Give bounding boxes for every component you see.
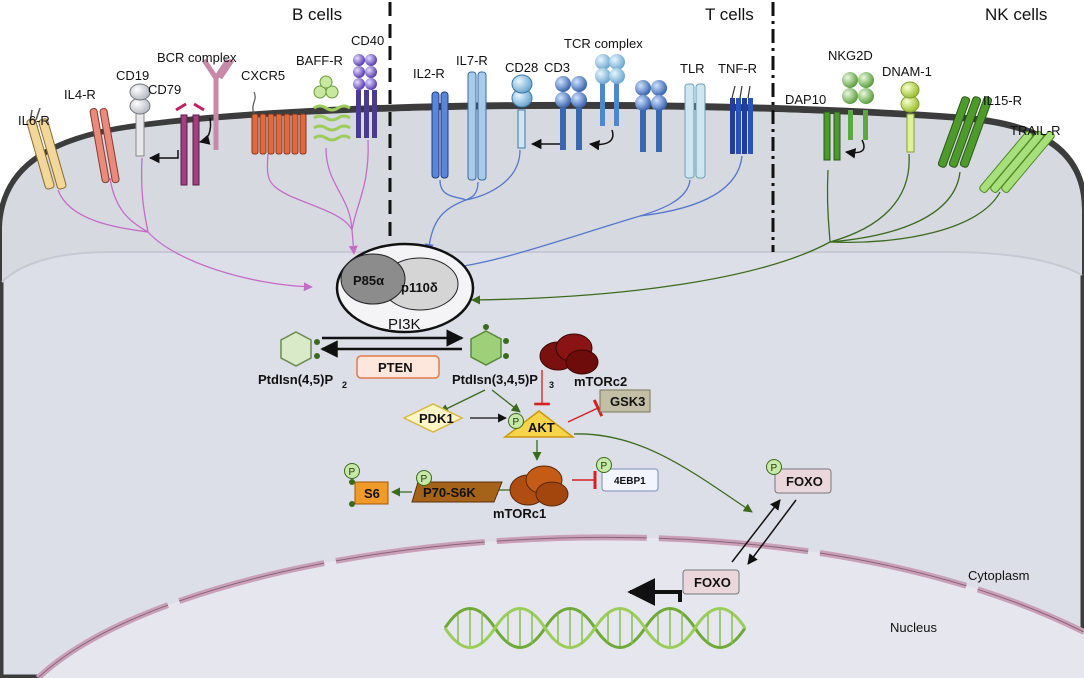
receptor-il6r: IL6-R — [18, 107, 67, 190]
cytoplasm-label: Cytoplasm — [968, 568, 1029, 583]
svg-text:S6: S6 — [364, 486, 380, 501]
receptor-tcr-cd3-pair — [635, 80, 667, 152]
dna-helix — [443, 607, 747, 649]
svg-text:TNF-R: TNF-R — [718, 61, 757, 76]
svg-text:2: 2 — [342, 380, 347, 390]
receptor-il4r: IL4-R — [64, 87, 120, 184]
receptor-tnfr: TNF-R — [718, 61, 757, 154]
nucleus — [35, 534, 1084, 678]
svg-text:PI3K: PI3K — [388, 316, 421, 333]
svg-text:mTORc2: mTORc2 — [574, 374, 627, 389]
cytoplasm-boundary — [1, 251, 1083, 283]
svg-text:P: P — [601, 461, 608, 472]
svg-text:P: P — [771, 463, 778, 474]
receptor-tlr: TLR — [680, 61, 706, 179]
svg-text:4EBP1: 4EBP1 — [614, 476, 646, 487]
svg-text:PtdIsn(3,4,5)P: PtdIsn(3,4,5)P — [452, 372, 538, 387]
akt-node: AKT P — [502, 410, 576, 438]
header-b-cells: B cells — [292, 5, 342, 24]
receptor-cd19: CD19 — [116, 68, 151, 157]
pdk1-node: PDK1 — [402, 403, 464, 433]
svg-text:CD28: CD28 — [505, 60, 538, 75]
svg-text:PTEN: PTEN — [378, 360, 413, 375]
b-cell-signal-lines — [57, 139, 369, 292]
svg-text:FOXO: FOXO — [694, 575, 731, 590]
svg-text:TLR: TLR — [680, 61, 705, 76]
pip3-molecule: PtdIsn(3,4,5)P 3 — [452, 324, 554, 390]
mtorc1-complex: mTORc1 — [493, 465, 569, 521]
foxo-import-arrow — [731, 499, 781, 563]
svg-text:FOXO: FOXO — [786, 474, 823, 489]
receptor-nkg2d: NKG2D — [828, 48, 874, 140]
svg-text:IL2-R: IL2-R — [413, 66, 445, 81]
p85-subunit — [340, 253, 406, 305]
gsk3-node: GSK3 — [599, 389, 651, 413]
s6-node: S6 P — [344, 463, 389, 507]
svg-text:NKG2D: NKG2D — [828, 48, 873, 63]
svg-text:IL7-R: IL7-R — [456, 53, 488, 68]
header-t-cells: T cells — [705, 5, 754, 24]
foxo-export-arrow — [747, 499, 797, 565]
nucleus-label: Nucleus — [890, 620, 937, 635]
svg-text:GSK3: GSK3 — [610, 394, 645, 409]
header-nk-cells: NK cells — [985, 5, 1047, 24]
svg-text:P: P — [349, 467, 356, 478]
receptor-cd3: CD3 — [530, 60, 614, 151]
svg-text:TRAIL-R: TRAIL-R — [1010, 123, 1061, 138]
receptor-il15r: IL15-R — [937, 93, 1022, 168]
receptor-cd28: CD28 — [505, 60, 538, 149]
receptor-baffr: BAFF-R — [296, 53, 351, 142]
svg-text:P85α: P85α — [353, 273, 384, 288]
svg-text:AKT: AKT — [528, 420, 555, 435]
t-cell-signal-lines — [424, 149, 743, 272]
svg-text:PDK1: PDK1 — [419, 411, 454, 426]
svg-text:IL15-R: IL15-R — [983, 93, 1022, 108]
pip2-molecule: PtdIsn(4,5)P 2 — [258, 331, 347, 390]
svg-text:IL6-R: IL6-R — [18, 113, 50, 128]
foxo-nuclear-node: FOXO — [682, 569, 740, 595]
svg-text:CD40: CD40 — [351, 33, 384, 48]
cd79-activation-arrow — [148, 150, 179, 164]
receptor-trailr: TRAIL-R — [979, 123, 1061, 193]
pathway-arrows — [391, 370, 753, 513]
transcription-arrow — [627, 578, 682, 606]
receptor-dnam1: DNAM-1 — [882, 64, 932, 153]
mtorc2-complex: mTORc2 — [539, 333, 627, 389]
receptor-tcr: TCR complex — [564, 36, 643, 126]
svg-text:CXCR5: CXCR5 — [241, 68, 285, 83]
svg-text:TCR complex: TCR complex — [564, 36, 643, 51]
svg-text:CD19: CD19 — [116, 68, 149, 83]
foxo-cytoplasm-node: FOXO P — [766, 459, 832, 494]
pten-box: PTEN — [356, 355, 440, 379]
receptor-cd40: CD40 — [351, 33, 384, 138]
svg-text:BAFF-R: BAFF-R — [296, 53, 343, 68]
svg-text:p110δ: p110δ — [401, 280, 438, 295]
4ebp1-node: 4EBP1 P — [596, 457, 659, 492]
svg-text:mTORc1: mTORc1 — [493, 506, 546, 521]
tcr-activation-arrow — [588, 129, 614, 151]
svg-text:CD3: CD3 — [544, 60, 570, 75]
svg-text:IL4-R: IL4-R — [64, 87, 96, 102]
svg-text:PtdIsn(4,5)P: PtdIsn(4,5)P — [258, 372, 333, 387]
svg-text:BCR complex: BCR complex — [157, 50, 237, 65]
svg-text:P70-S6K: P70-S6K — [423, 485, 476, 500]
svg-text:P: P — [513, 417, 520, 428]
svg-text:DAP10: DAP10 — [785, 92, 826, 107]
svg-text:DNAM-1: DNAM-1 — [882, 64, 932, 79]
receptor-il7r: IL7-R — [456, 53, 488, 181]
svg-text:CD79: CD79 — [148, 82, 181, 97]
nk-cell-signal-lines — [471, 153, 1001, 305]
pi3k-complex: P85α p110δ PI3K — [335, 242, 475, 334]
receptor-cxcr5: CXCR5 — [241, 68, 307, 155]
p70s6k-node: P70-S6K P — [411, 470, 503, 503]
receptor-il2r: IL2-R — [413, 66, 449, 179]
nkg2d-activation-arrow — [844, 139, 865, 159]
svg-text:P: P — [421, 474, 428, 485]
receptor-cd79-bcr: CD79 BCR complex — [148, 50, 237, 186]
receptor-dap10: DAP10 — [785, 92, 865, 161]
svg-text:3: 3 — [549, 380, 554, 390]
